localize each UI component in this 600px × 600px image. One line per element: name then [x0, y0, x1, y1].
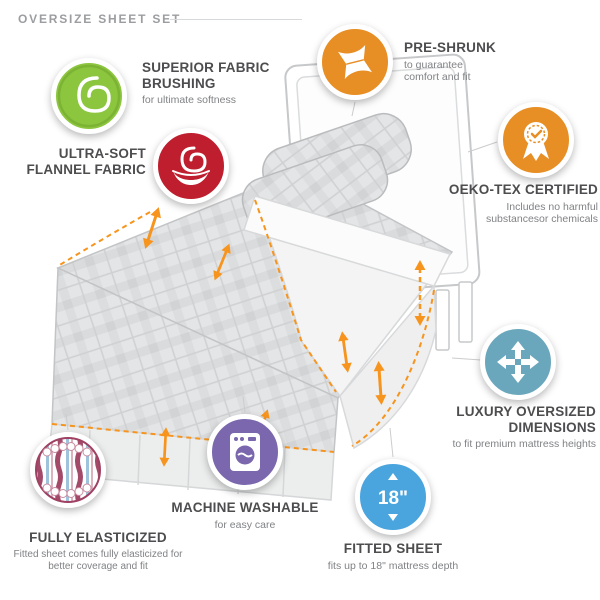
- feature-subtitle-machine: for easy care: [214, 518, 276, 531]
- divider-line: [170, 19, 302, 20]
- feature-subtitle-elastic: Fitted sheet comes fully elasticized for…: [13, 548, 183, 572]
- feature-elastic: FULLY ELASTICIZED Fitted sheet comes ful…: [2, 530, 194, 573]
- feature-title-oeko-tex: OEKO-TEX CERTIFIED: [448, 182, 598, 197]
- badge-oeko-tex-certified: [498, 102, 574, 178]
- badge-fully-elasticized: [30, 432, 106, 508]
- feature-title-superior: SUPERIOR FABRIC BRUSHING: [142, 60, 270, 91]
- feature-pre-shrunk: PRE-SHRUNK to guarantee comfort and fit: [404, 40, 500, 84]
- feature-title-elastic: FULLY ELASTICIZED: [29, 530, 167, 545]
- depth-value-label: 18": [378, 488, 408, 509]
- measurement-arrows: [138, 203, 426, 469]
- badge-ultra-soft-flannel: [153, 128, 229, 204]
- elastic-fabric-icon: [35, 437, 101, 503]
- feature-title-luxury: LUXURY OVERSIZED DIMENSIONS: [456, 404, 596, 435]
- shrink-fabric-icon: [338, 45, 372, 79]
- feature-title-ultra-soft: ULTRA-SOFT FLANNEL FABRIC: [26, 146, 146, 177]
- feature-title-fitted: FITTED SHEET: [343, 541, 443, 556]
- feature-subtitle-superior: for ultimate softness: [142, 94, 236, 106]
- feature-subtitle-fitted: fits up to 18" mattress depth: [327, 559, 459, 572]
- hem-dashed-lines: [51, 199, 435, 453]
- swirl-icon: [57, 64, 121, 128]
- feature-oeko-tex: OEKO-TEX CERTIFIED Includes no harmful s…: [412, 182, 598, 226]
- page-title: OVERSIZE SHEET SET: [18, 12, 182, 26]
- bed-legs: [435, 281, 473, 351]
- badge-machine-washable: [207, 414, 283, 490]
- feature-title-pre-shrunk: PRE-SHRUNK: [404, 40, 497, 55]
- badge-superior-fabric-brushing: [51, 58, 127, 134]
- mattress-depth-icon: 18": [378, 473, 408, 521]
- callout-connectors: [65, 101, 498, 458]
- feature-luxury: LUXURY OVERSIZED DIMENSIONS to fit premi…: [402, 404, 596, 451]
- badge-luxury-dimensions: [480, 324, 556, 400]
- washing-machine-icon: [230, 433, 260, 471]
- feature-subtitle-luxury: to fit premium mattress heights: [452, 438, 596, 450]
- badge-pre-shrunk: [317, 24, 393, 100]
- mattress-depth-arrow: [414, 260, 426, 326]
- feature-superior: SUPERIOR FABRIC BRUSHING for ultimate so…: [142, 60, 317, 107]
- feature-subtitle-pre-shrunk: to guarantee comfort and fit: [404, 58, 471, 84]
- expand-arrows-icon: [497, 341, 539, 383]
- feature-ultra-soft: ULTRA-SOFT FLANNEL FABRIC: [8, 146, 146, 177]
- certified-medal-icon: [523, 122, 549, 161]
- feature-subtitle-oeko-tex: Includes no harmful substancesor chemica…: [485, 200, 598, 226]
- badge-fitted-sheet: 18": [355, 459, 431, 535]
- feature-machine: MACHINE WASHABLE for easy care: [157, 500, 333, 531]
- fabric-hand-icon: [172, 146, 210, 185]
- feature-fitted: FITTED SHEET fits up to 18" mattress dep…: [305, 541, 481, 572]
- feature-title-machine: MACHINE WASHABLE: [171, 500, 319, 515]
- flat-sheet: [243, 194, 452, 450]
